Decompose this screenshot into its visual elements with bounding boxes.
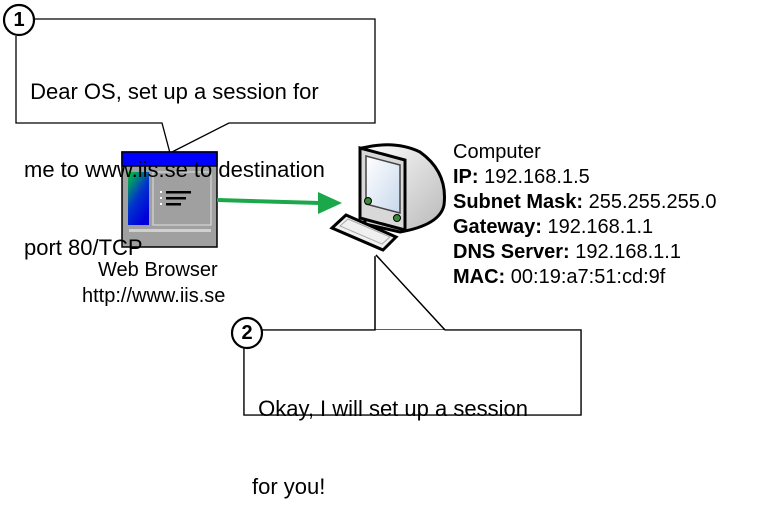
computer-field-mac: MAC: 00:19:a7:51:cd:9f (453, 265, 717, 290)
callout-1-box (15, 18, 376, 154)
desktop-computer-icon (329, 143, 446, 252)
callout-1-number-circle (2, 3, 36, 37)
field-label: DNS Server: (453, 241, 570, 263)
web-browser-window-icon (121, 151, 218, 248)
callout-2-line: for you! (252, 474, 326, 499)
computer-field-dns: DNS Server: 192.168.1.1 (453, 240, 717, 265)
browser-title: Web Browser (98, 259, 218, 281)
callout-1-number: 1 (13, 9, 25, 31)
callout-2-text: Okay, I will set up a session for you! (252, 344, 528, 526)
field-label: Gateway: (453, 216, 542, 238)
callout-1-line: Dear OS, set up a session for (24, 79, 319, 104)
diagram-canvas (2, 3, 582, 416)
field-value: 00:19:a7:51:cd:9f (510, 266, 666, 288)
computer-field-gateway: Gateway: 192.168.1.1 (453, 215, 717, 240)
callout-1-text: Dear OS, set up a session for me to www.… (24, 27, 325, 287)
callout-1-line: port 80/TCP (24, 235, 143, 260)
field-label: Subnet Mask: (453, 191, 584, 213)
computer-info: Computer IP: 192.168.1.5 Subnet Mask: 25… (453, 140, 717, 290)
callout-2-line: Okay, I will set up a session (252, 396, 528, 421)
callout-2 (230, 254, 582, 416)
field-value: 192.168.1.5 (484, 166, 590, 188)
callout-2-number-circle (230, 316, 264, 350)
computer-title: Computer (453, 141, 541, 163)
computer-field-ip: IP: 192.168.1.5 (453, 165, 717, 190)
computer-field-subnet: Subnet Mask: 255.255.255.0 (453, 190, 717, 215)
field-value: 192.168.1.1 (547, 216, 654, 238)
field-value: 192.168.1.1 (575, 241, 681, 263)
browser-url: http://www.iis.se (82, 285, 226, 307)
field-label: IP: (453, 166, 479, 188)
callout-2-number: 2 (241, 322, 253, 344)
field-value: 255.255.255.0 (588, 191, 717, 213)
field-label: MAC: (453, 266, 506, 288)
connection-arrow (216, 192, 342, 214)
callout-1 (2, 3, 376, 154)
callout-1-line: me to www.iis.se to destination (24, 157, 325, 182)
